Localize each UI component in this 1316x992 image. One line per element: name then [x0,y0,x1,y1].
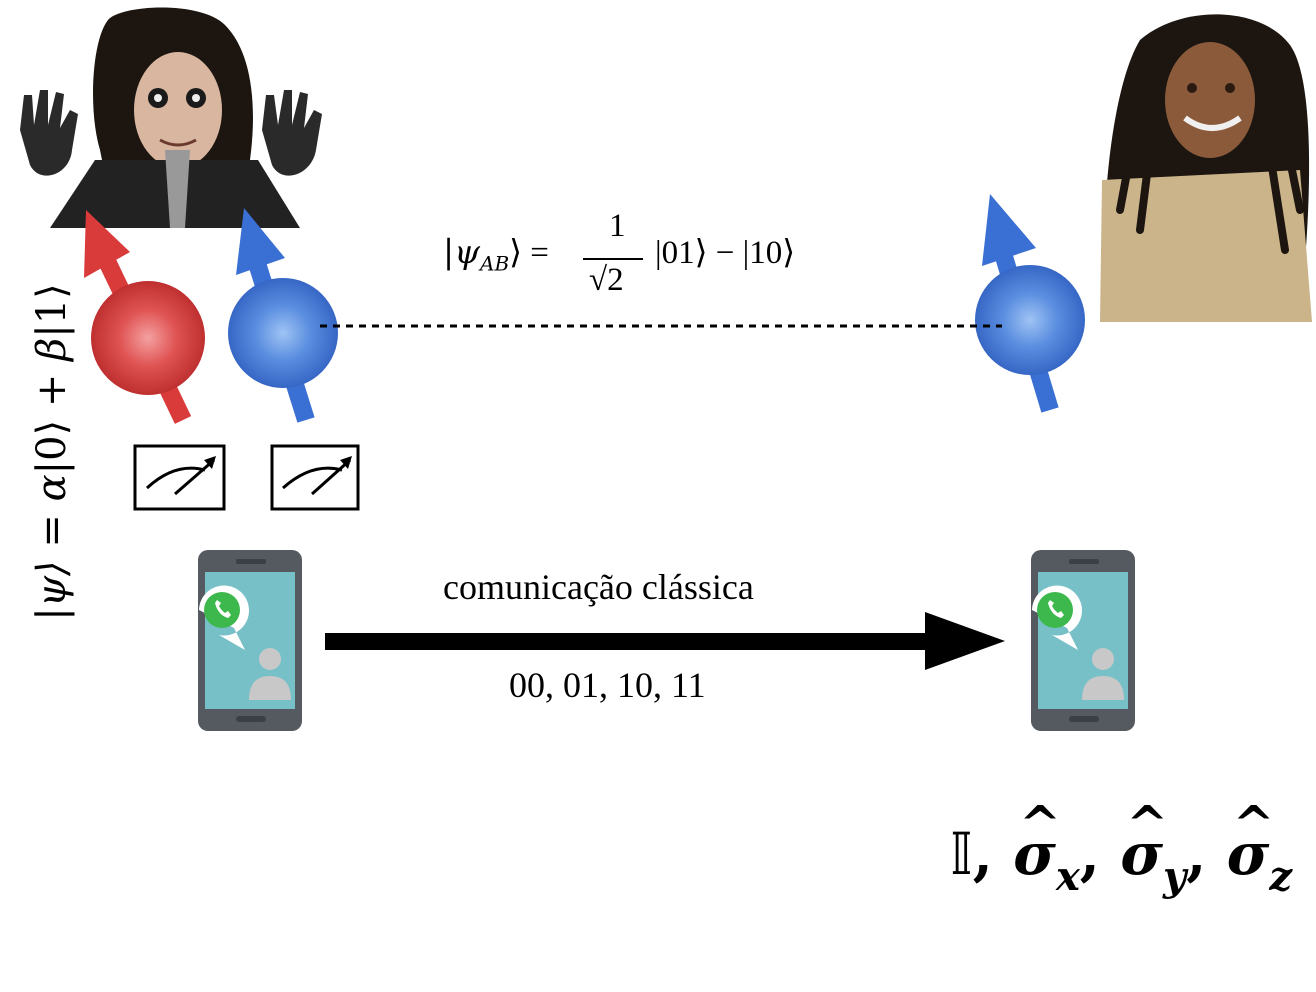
channel-label: comunicação clássica [443,567,754,607]
alpha-symbol: α [29,474,75,502]
ket-1: |1⟩ [29,283,75,338]
correction-operations: 𝕀, σx, σy, σz [950,794,1293,900]
entangled-superposition: |01⟩ − |10⟩ [655,235,796,271]
bob-figure [1100,14,1312,322]
alice-figure [20,7,322,228]
separator: , [972,820,1014,888]
psi-ket: |ψ⟩ [29,560,75,621]
fraction-numerator: 1 [609,208,626,244]
sigma-z: σ [1227,794,1275,888]
whatsapp-icon [199,585,249,650]
whatsapp-icon [1032,585,1082,650]
input-state-label: |ψ⟩ = α|0⟩ + β|1⟩ [29,283,75,621]
psi-ab-ket: |ψ [443,232,480,271]
person-icon [249,648,291,700]
alice-blue-spin [228,208,338,423]
sub-z: z [1269,853,1293,900]
ket-0: |0⟩ [29,419,75,475]
red-spin [84,210,205,424]
identity-operator: 𝕀 [950,820,973,888]
classical-channel-arrow [325,612,1005,670]
plus-sign: + [29,360,75,420]
bob-blue-spin [975,194,1085,413]
beta-symbol: β [29,337,75,361]
equals-sign: = [29,501,75,561]
separator: , [1186,820,1227,888]
meter-icon [270,444,360,511]
psi-ab-close: ⟩ = [509,235,549,271]
meter-icon [133,444,226,511]
separator: , [1079,820,1121,888]
phone-icon [198,550,302,731]
bits-label: 00, 01, 10, 11 [509,665,706,705]
psi-ab-subscript: AB [480,251,510,276]
sub-x: x [1055,853,1080,900]
sigma-y: σ [1120,794,1168,888]
fraction-bar [583,258,643,260]
fraction-denominator: √2 [589,262,624,298]
sub-y: y [1162,853,1187,900]
phone-icon [1031,550,1135,731]
sigma-x: σ [1013,794,1061,888]
person-icon [1082,648,1124,700]
